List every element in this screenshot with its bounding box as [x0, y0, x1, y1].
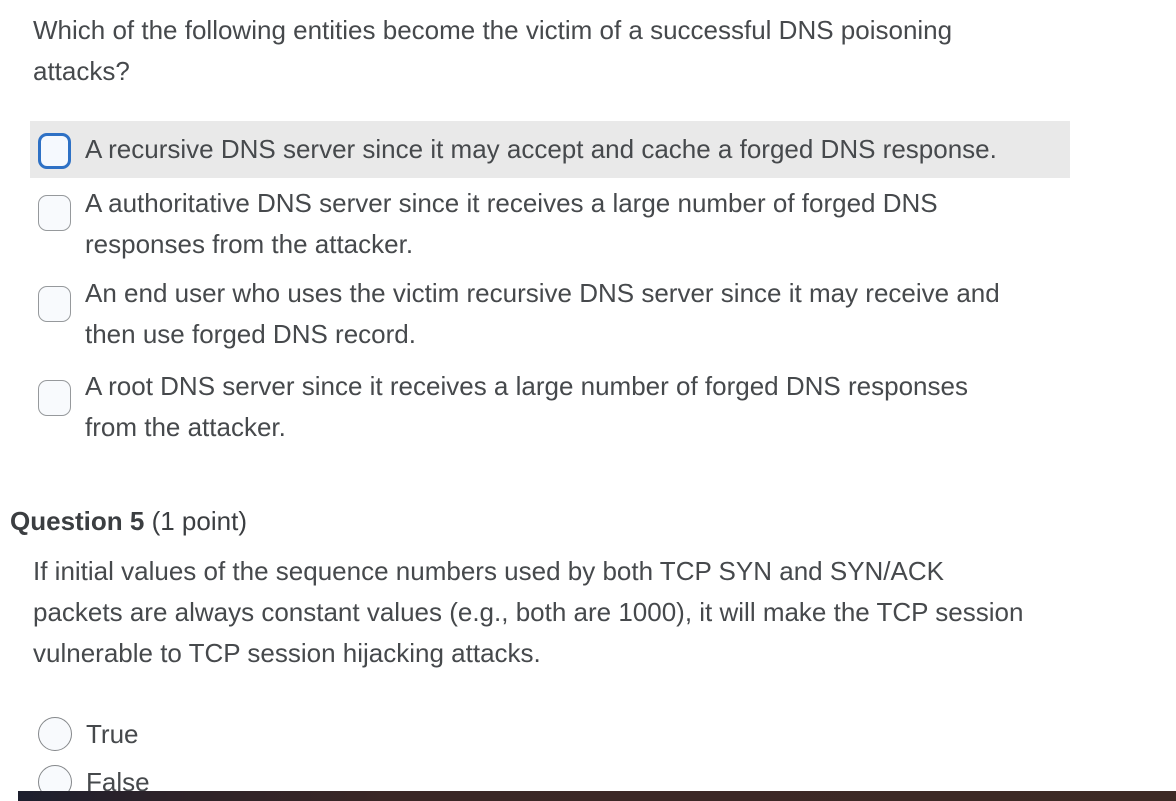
question-4-option-3[interactable]: An end user who uses the victim recursiv…	[30, 273, 1070, 355]
question-5-points: (1 point)	[151, 506, 247, 536]
bottom-edge-bar	[18, 791, 1176, 801]
option-1-label[interactable]: A recursive DNS server since it may acce…	[85, 134, 997, 164]
question-4-option-2[interactable]: A authoritative DNS server since it rece…	[30, 183, 1070, 265]
checkbox-option-1[interactable]	[38, 133, 71, 169]
option-3-label[interactable]: An end user who uses the victim recursiv…	[85, 278, 1000, 349]
question-5-heading: Question 5 (1 point)	[10, 501, 247, 541]
question-5-option-true[interactable]: True	[30, 712, 430, 756]
checkbox-option-2[interactable]	[38, 195, 71, 231]
question-5-title: Question 5	[10, 506, 145, 536]
checkbox-option-4[interactable]	[38, 380, 71, 416]
checkbox-option-3[interactable]	[38, 286, 71, 322]
true-label[interactable]: True	[86, 719, 139, 749]
question-5-text: If initial values of the sequence number…	[33, 556, 1024, 668]
question-4-option-4[interactable]: A root DNS server since it receives a la…	[30, 366, 1070, 448]
question-4-text: Which of the following entities become t…	[33, 15, 953, 86]
option-4-label[interactable]: A root DNS server since it receives a la…	[85, 371, 968, 442]
option-2-label[interactable]: A authoritative DNS server since it rece…	[85, 188, 938, 259]
radio-true[interactable]	[38, 717, 72, 751]
question-4-option-1[interactable]: A recursive DNS server since it may acce…	[30, 121, 1070, 178]
